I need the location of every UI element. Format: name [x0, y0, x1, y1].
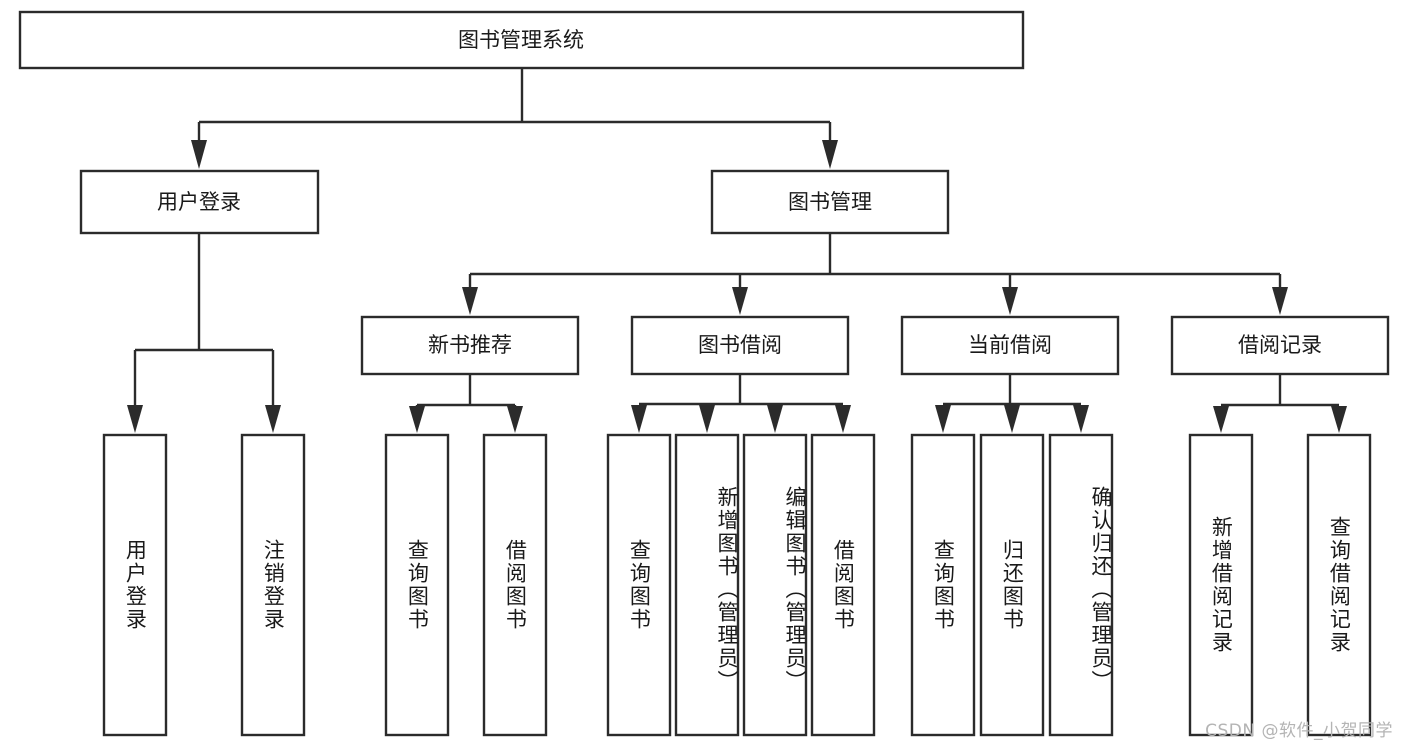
arrowhead-user-login-leaf-1: [265, 405, 281, 433]
node-user-login-box[interactable]: [79, 169, 320, 235]
node-root-label: 图书管理系统: [458, 28, 584, 52]
watermark-text: CSDN @软件_小贺同学: [1205, 721, 1393, 741]
arrowhead-user-login-leaf-0: [127, 405, 143, 433]
node-user-login-label: 用户登录: [157, 190, 241, 214]
arrowhead-borrow-record-leaf-1: [1331, 406, 1347, 433]
leaf-box-book-borrow-0[interactable]: [606, 433, 672, 737]
node-new-book-recommend-box[interactable]: [360, 315, 580, 376]
arrowhead-current-borrow-leaf-0: [935, 405, 951, 433]
arrowhead-book-borrow-leaf-1: [699, 405, 715, 433]
leaf-box-book-borrow-3[interactable]: [810, 433, 876, 737]
arrowhead-current-borrow-leaf-2: [1073, 405, 1089, 433]
node-book-manage-label: 图书管理: [788, 190, 872, 214]
leaf-box-new-book-0[interactable]: [384, 433, 450, 737]
leaf-box-current-borrow-0[interactable]: [910, 433, 976, 737]
node-root-box[interactable]: [18, 10, 1025, 70]
arrowhead-current-borrow-leaf-1: [1004, 405, 1020, 433]
leaf-box-new-book-1[interactable]: [482, 433, 548, 737]
arrowhead-root-to-user-login: [191, 140, 207, 169]
arrowhead-new-book-leaf-0: [409, 406, 425, 433]
leaf-box-current-borrow-2[interactable]: [1048, 433, 1114, 737]
leaf-box-current-borrow-1[interactable]: [979, 433, 1045, 737]
arrowhead-book-borrow-leaf-2: [767, 405, 783, 433]
node-borrow-record-label: 借阅记录: [1238, 333, 1322, 357]
arrowhead-book-manage-to-current-borrow: [1002, 287, 1018, 315]
arrowhead-book-borrow-leaf-0: [631, 405, 647, 433]
arrowhead-book-borrow-leaf-3: [835, 405, 851, 433]
node-new-book-recommend-label: 新书推荐: [428, 333, 512, 357]
leaf-box-book-borrow-1[interactable]: [674, 433, 740, 737]
leaf-box-book-borrow-2[interactable]: [742, 433, 808, 737]
arrowhead-book-manage-to-book-borrow: [732, 287, 748, 315]
node-book-borrow-label: 图书借阅: [698, 333, 782, 357]
arrowhead-new-book-leaf-1: [507, 406, 523, 433]
leaf-box-user-login-0[interactable]: [102, 433, 168, 737]
arrowhead-book-manage-to-new-book: [462, 287, 478, 315]
leaf-box-user-login-1[interactable]: [240, 433, 306, 737]
node-current-borrow-label: 当前借阅: [968, 333, 1052, 357]
node-current-borrow-box[interactable]: [900, 315, 1120, 376]
leaf-box-borrow-record-0[interactable]: [1188, 433, 1254, 737]
arrowhead-root-to-book-manage: [822, 140, 838, 169]
arrowhead-borrow-record-leaf-0: [1213, 406, 1229, 433]
leaf-box-borrow-record-1[interactable]: [1306, 433, 1372, 737]
arrowhead-book-manage-to-borrow-record: [1272, 287, 1288, 315]
